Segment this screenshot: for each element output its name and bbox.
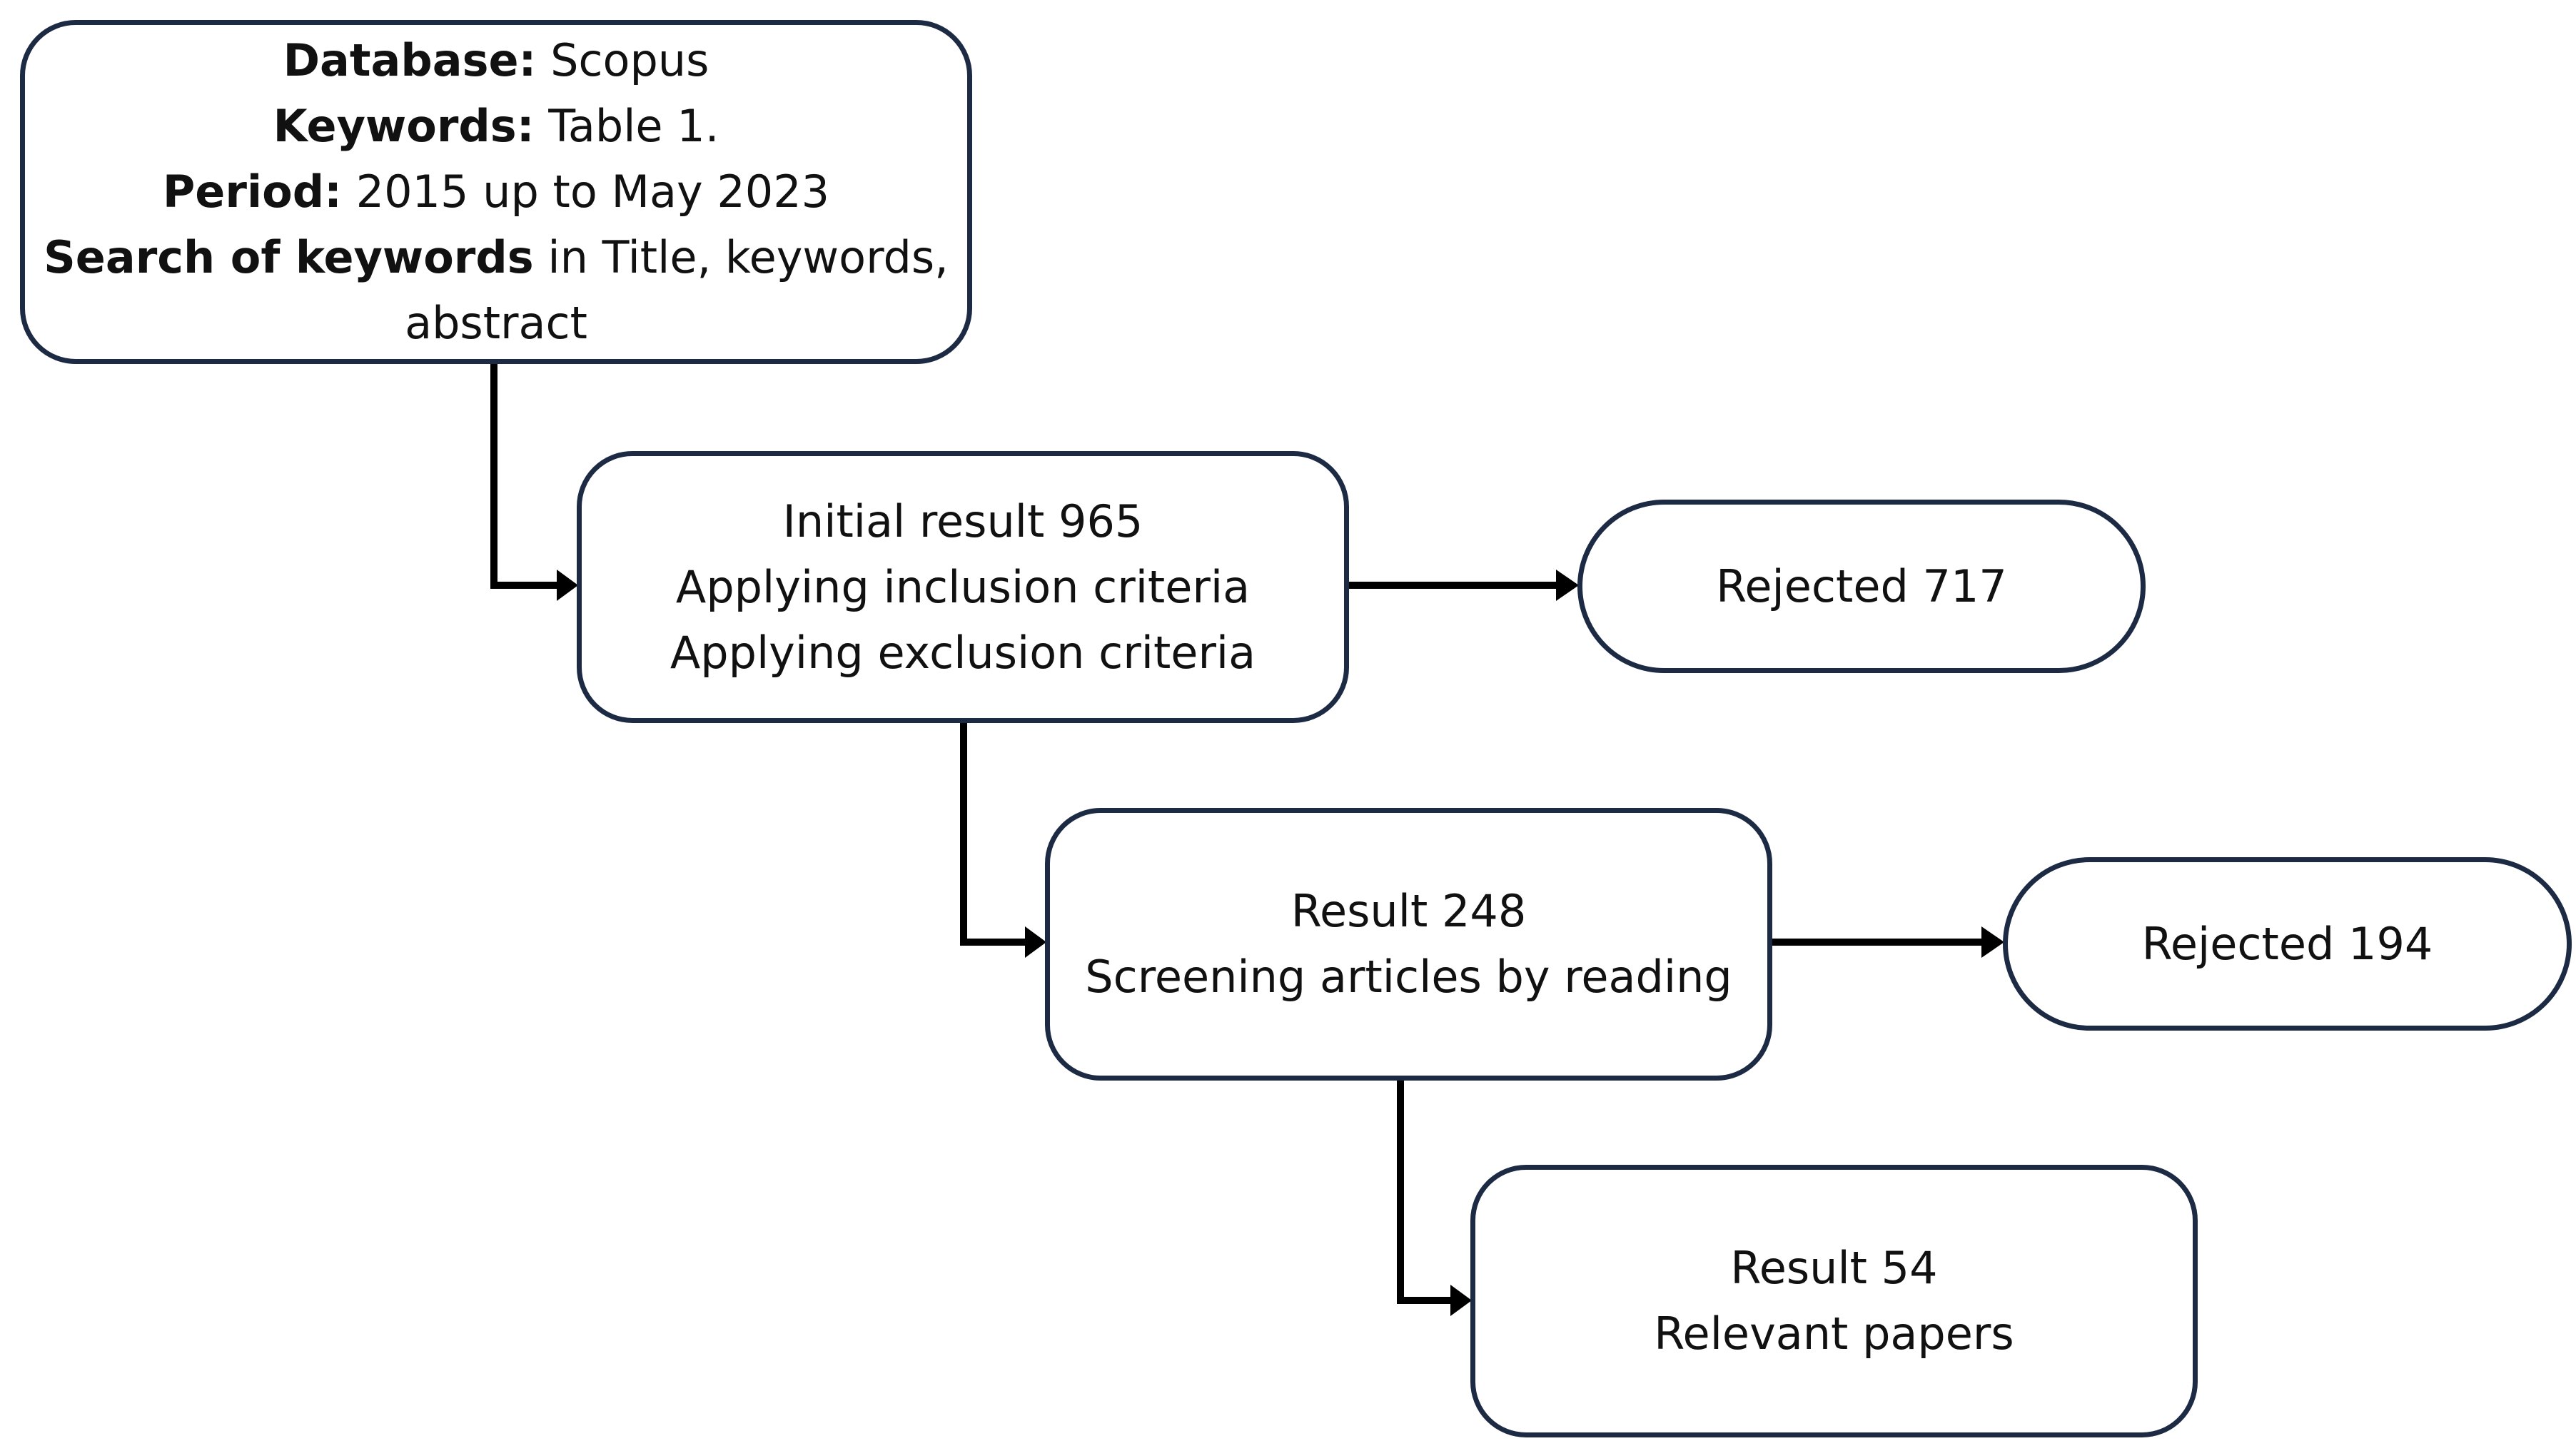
arrowhead-5: [1450, 1285, 1472, 1316]
keywords-value: Table 1.: [548, 100, 719, 152]
search-value-continued: abstract: [405, 297, 587, 349]
inclusion-criteria-text: Applying inclusion criteria: [675, 560, 1251, 613]
arrowhead-3: [1025, 926, 1046, 958]
search-criteria-box: Database: Scopus Keywords: Table 1. Peri…: [20, 20, 972, 364]
arrowhead-1: [557, 570, 578, 601]
relevant-papers-text: Relevant papers: [1654, 1308, 2014, 1360]
arrowhead-2: [1556, 570, 1579, 601]
initial-result-box: Initial result 965 Applying inclusion cr…: [577, 451, 1349, 723]
arrow-screening-to-final: [1397, 1081, 1452, 1304]
search-line: Search of keywords in Title, keywords,: [44, 225, 949, 290]
rejected-194-box: Rejected 194: [2003, 857, 2572, 1031]
search-label: Search of keywords: [44, 231, 534, 283]
final-result-box: Result 54 Relevant papers: [1470, 1165, 2198, 1437]
arrowhead-4: [1981, 926, 2004, 958]
initial-result-text: Initial result 965: [782, 495, 1143, 547]
search-value: in Title, keywords,: [547, 231, 949, 283]
database-label: Database:: [283, 34, 537, 86]
rejected-194-text: Rejected 194: [2141, 917, 2433, 970]
rejected-717-text: Rejected 717: [1716, 560, 2007, 612]
period-label: Period:: [162, 166, 342, 218]
period-value: 2015 up to May 2023: [355, 166, 830, 218]
database-line: Database: Scopus: [283, 28, 709, 93]
keywords-label: Keywords:: [273, 100, 535, 152]
screening-result-text: Result 248: [1290, 885, 1527, 937]
database-value: Scopus: [550, 34, 709, 86]
exclusion-criteria-text: Applying exclusion criteria: [670, 626, 1256, 679]
keywords-line: Keywords: Table 1.: [273, 93, 719, 159]
rejected-717-box: Rejected 717: [1577, 500, 2146, 673]
arrow-initial-to-screening: [960, 723, 1026, 946]
screening-result-box: Result 248 Screening articles by reading: [1045, 808, 1772, 1081]
final-result-text: Result 54: [1730, 1242, 1938, 1294]
screening-method-text: Screening articles by reading: [1085, 951, 1732, 1003]
period-line: Period: 2015 up to May 2023: [163, 159, 829, 225]
arrow-source-to-initial: [490, 364, 558, 589]
